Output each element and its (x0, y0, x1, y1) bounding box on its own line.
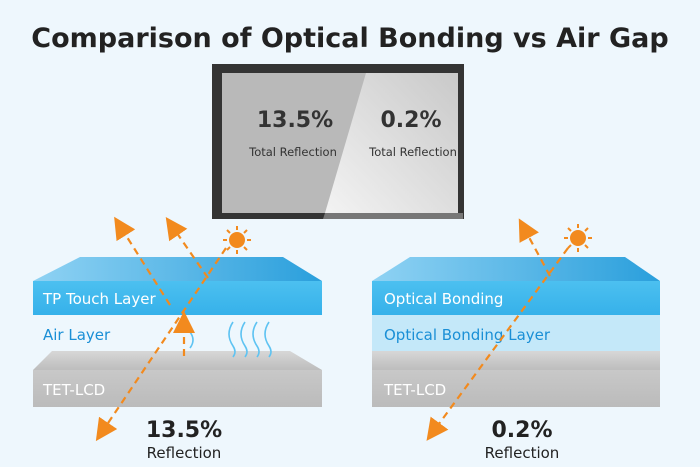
tp-touch-layer (33, 281, 322, 315)
optical-bonding-stack: Optical Bonding Optical Bonding Layer TE… (372, 218, 660, 462)
air-gap-stack: TP Touch Layer Air Layer TET-LCD 13.5% R… (33, 216, 322, 462)
monitor-right-value: 0.2% (380, 108, 441, 133)
optical-bonding-top-layer (372, 281, 660, 315)
air-gap-reflection-caption: Reflection (147, 444, 222, 462)
air-layer-label: Air Layer (43, 326, 111, 344)
light-rays (95, 216, 227, 442)
optical-bonding-layer (372, 315, 660, 351)
sun-icon-right (564, 224, 592, 252)
optical-bonding-reflection-value: 0.2% (491, 418, 552, 443)
optical-bonding-label: Optical Bonding (384, 290, 503, 308)
monitor: 13.5% Total Reflection 0.2% Total Reflec… (212, 64, 464, 219)
optical-bonding-reflection-caption: Reflection (485, 444, 560, 462)
tet-lcd-label: TET-LCD (42, 381, 105, 399)
sun-icon (223, 226, 251, 254)
light-rays-right (426, 218, 569, 441)
tp-touch-layer-label: TP Touch Layer (42, 290, 156, 308)
tet-lcd-label-right: TET-LCD (383, 381, 446, 399)
air-gap-reflection-value: 13.5% (146, 418, 222, 443)
tet-lcd-layer (33, 370, 322, 407)
monitor-left-value: 13.5% (257, 108, 333, 133)
tet-lcd-layer-right (372, 370, 660, 407)
optical-bonding-layer-label: Optical Bonding Layer (384, 326, 551, 344)
heat-waves-icon (189, 321, 272, 358)
monitor-left-label: Total Reflection (248, 145, 337, 159)
monitor-right-label: Total Reflection (368, 145, 457, 159)
page-title: Comparison of Optical Bonding vs Air Gap (31, 23, 668, 54)
